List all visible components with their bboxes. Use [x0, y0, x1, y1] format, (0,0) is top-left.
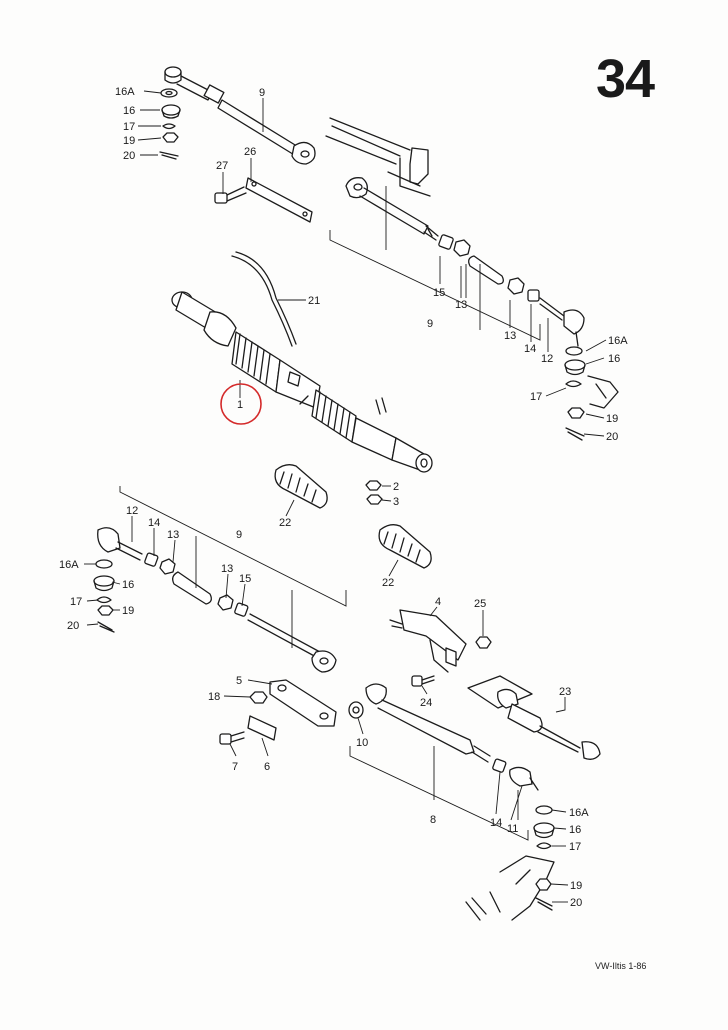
- callout-9: 9: [259, 87, 265, 99]
- hardware-set-top-right: [564, 346, 619, 441]
- callout-20: 20: [123, 150, 135, 162]
- callout-27: 27: [216, 160, 228, 172]
- callout-15: 15: [433, 287, 445, 299]
- callout-2: 2: [393, 481, 399, 493]
- leader-lines: [84, 90, 607, 903]
- bellows-boot-22-upper: [274, 464, 328, 509]
- bolt-7: [219, 731, 245, 745]
- nut-washer-2-3: [365, 480, 383, 505]
- callout-22: 22: [382, 577, 394, 589]
- callout-10: 10: [356, 737, 368, 749]
- hardware-set-middle-left: [93, 559, 115, 633]
- callout-24: 24: [420, 697, 432, 709]
- callout-16A: 16A: [59, 559, 79, 571]
- highlight-circle-part-1: 1: [220, 380, 262, 425]
- footer-caption: VW-Iltis 1-86: [595, 961, 647, 971]
- callout-23: 23: [559, 686, 571, 698]
- callout-15: 15: [239, 573, 251, 585]
- callout-13: 13: [504, 330, 516, 342]
- hardware-set-bottom-right: [465, 805, 555, 921]
- drag-link-8: [365, 683, 539, 791]
- bolt-27: [214, 186, 247, 204]
- callout-17: 17: [70, 596, 82, 608]
- callout-19: 19: [606, 413, 618, 425]
- callout-9: 9: [427, 318, 433, 330]
- callout-12: 12: [541, 353, 553, 365]
- callout-8: 8: [430, 814, 436, 826]
- bracket-4: [389, 609, 467, 673]
- damper-23: [467, 675, 601, 760]
- callout-6: 6: [264, 761, 270, 773]
- callout-17: 17: [123, 121, 135, 133]
- hardware-set-top-left: [159, 88, 181, 160]
- callout-13: 13: [167, 529, 179, 541]
- steering-rack-1: [171, 251, 433, 473]
- nut-18: [249, 691, 268, 704]
- callout-labels: 16A 16 17 19 20 9 27 26 21 15 13 9 13 14…: [59, 86, 628, 909]
- callout-14: 14: [490, 817, 502, 829]
- callout-9: 9: [236, 529, 242, 541]
- plate-6: [247, 715, 277, 741]
- callout-16: 16: [123, 105, 135, 117]
- callout-17: 17: [530, 391, 542, 403]
- bracket-5: [269, 679, 337, 727]
- tie-rod-top-right: [345, 177, 585, 347]
- page-number: 34: [596, 49, 655, 109]
- bellows-boot-22-lower: [378, 524, 432, 569]
- callout-18: 18: [208, 691, 220, 703]
- group-bracket-lines: [119, 186, 541, 841]
- callout-16A: 16A: [569, 807, 589, 819]
- callout-7: 7: [232, 761, 238, 773]
- bolt-24: [411, 675, 435, 687]
- callout-26: 26: [244, 146, 256, 158]
- bush-10: [348, 701, 364, 719]
- callout-19: 19: [123, 135, 135, 147]
- callout-22: 22: [279, 517, 291, 529]
- callout-13: 13: [455, 299, 467, 311]
- bracket-26: [245, 177, 313, 223]
- callout-16: 16: [569, 824, 581, 836]
- callout-25: 25: [474, 598, 486, 610]
- callout-11: 11: [507, 823, 518, 835]
- nut-25: [475, 636, 492, 649]
- callout-14: 14: [524, 343, 536, 355]
- callout-3: 3: [393, 496, 399, 508]
- callout-1: 1: [237, 399, 243, 411]
- callout-20: 20: [606, 431, 618, 443]
- body-bracket-top-right: [325, 117, 431, 197]
- callout-16: 16: [122, 579, 134, 591]
- callout-19: 19: [122, 605, 134, 617]
- callout-12: 12: [126, 505, 138, 517]
- callout-16: 16: [608, 353, 620, 365]
- tie-rod-middle-left: [97, 527, 337, 673]
- tie-rod-top-left: [164, 66, 316, 165]
- callout-16A: 16A: [608, 335, 628, 347]
- callout-19: 19: [570, 880, 582, 892]
- callout-16A: 16A: [115, 86, 135, 98]
- callout-17: 17: [569, 841, 581, 853]
- callout-4: 4: [435, 596, 441, 608]
- callout-20: 20: [67, 620, 79, 632]
- callout-14: 14: [148, 517, 160, 529]
- callout-21: 21: [308, 295, 320, 307]
- callout-13: 13: [221, 563, 233, 575]
- callout-5: 5: [236, 675, 242, 687]
- callout-20: 20: [570, 897, 582, 909]
